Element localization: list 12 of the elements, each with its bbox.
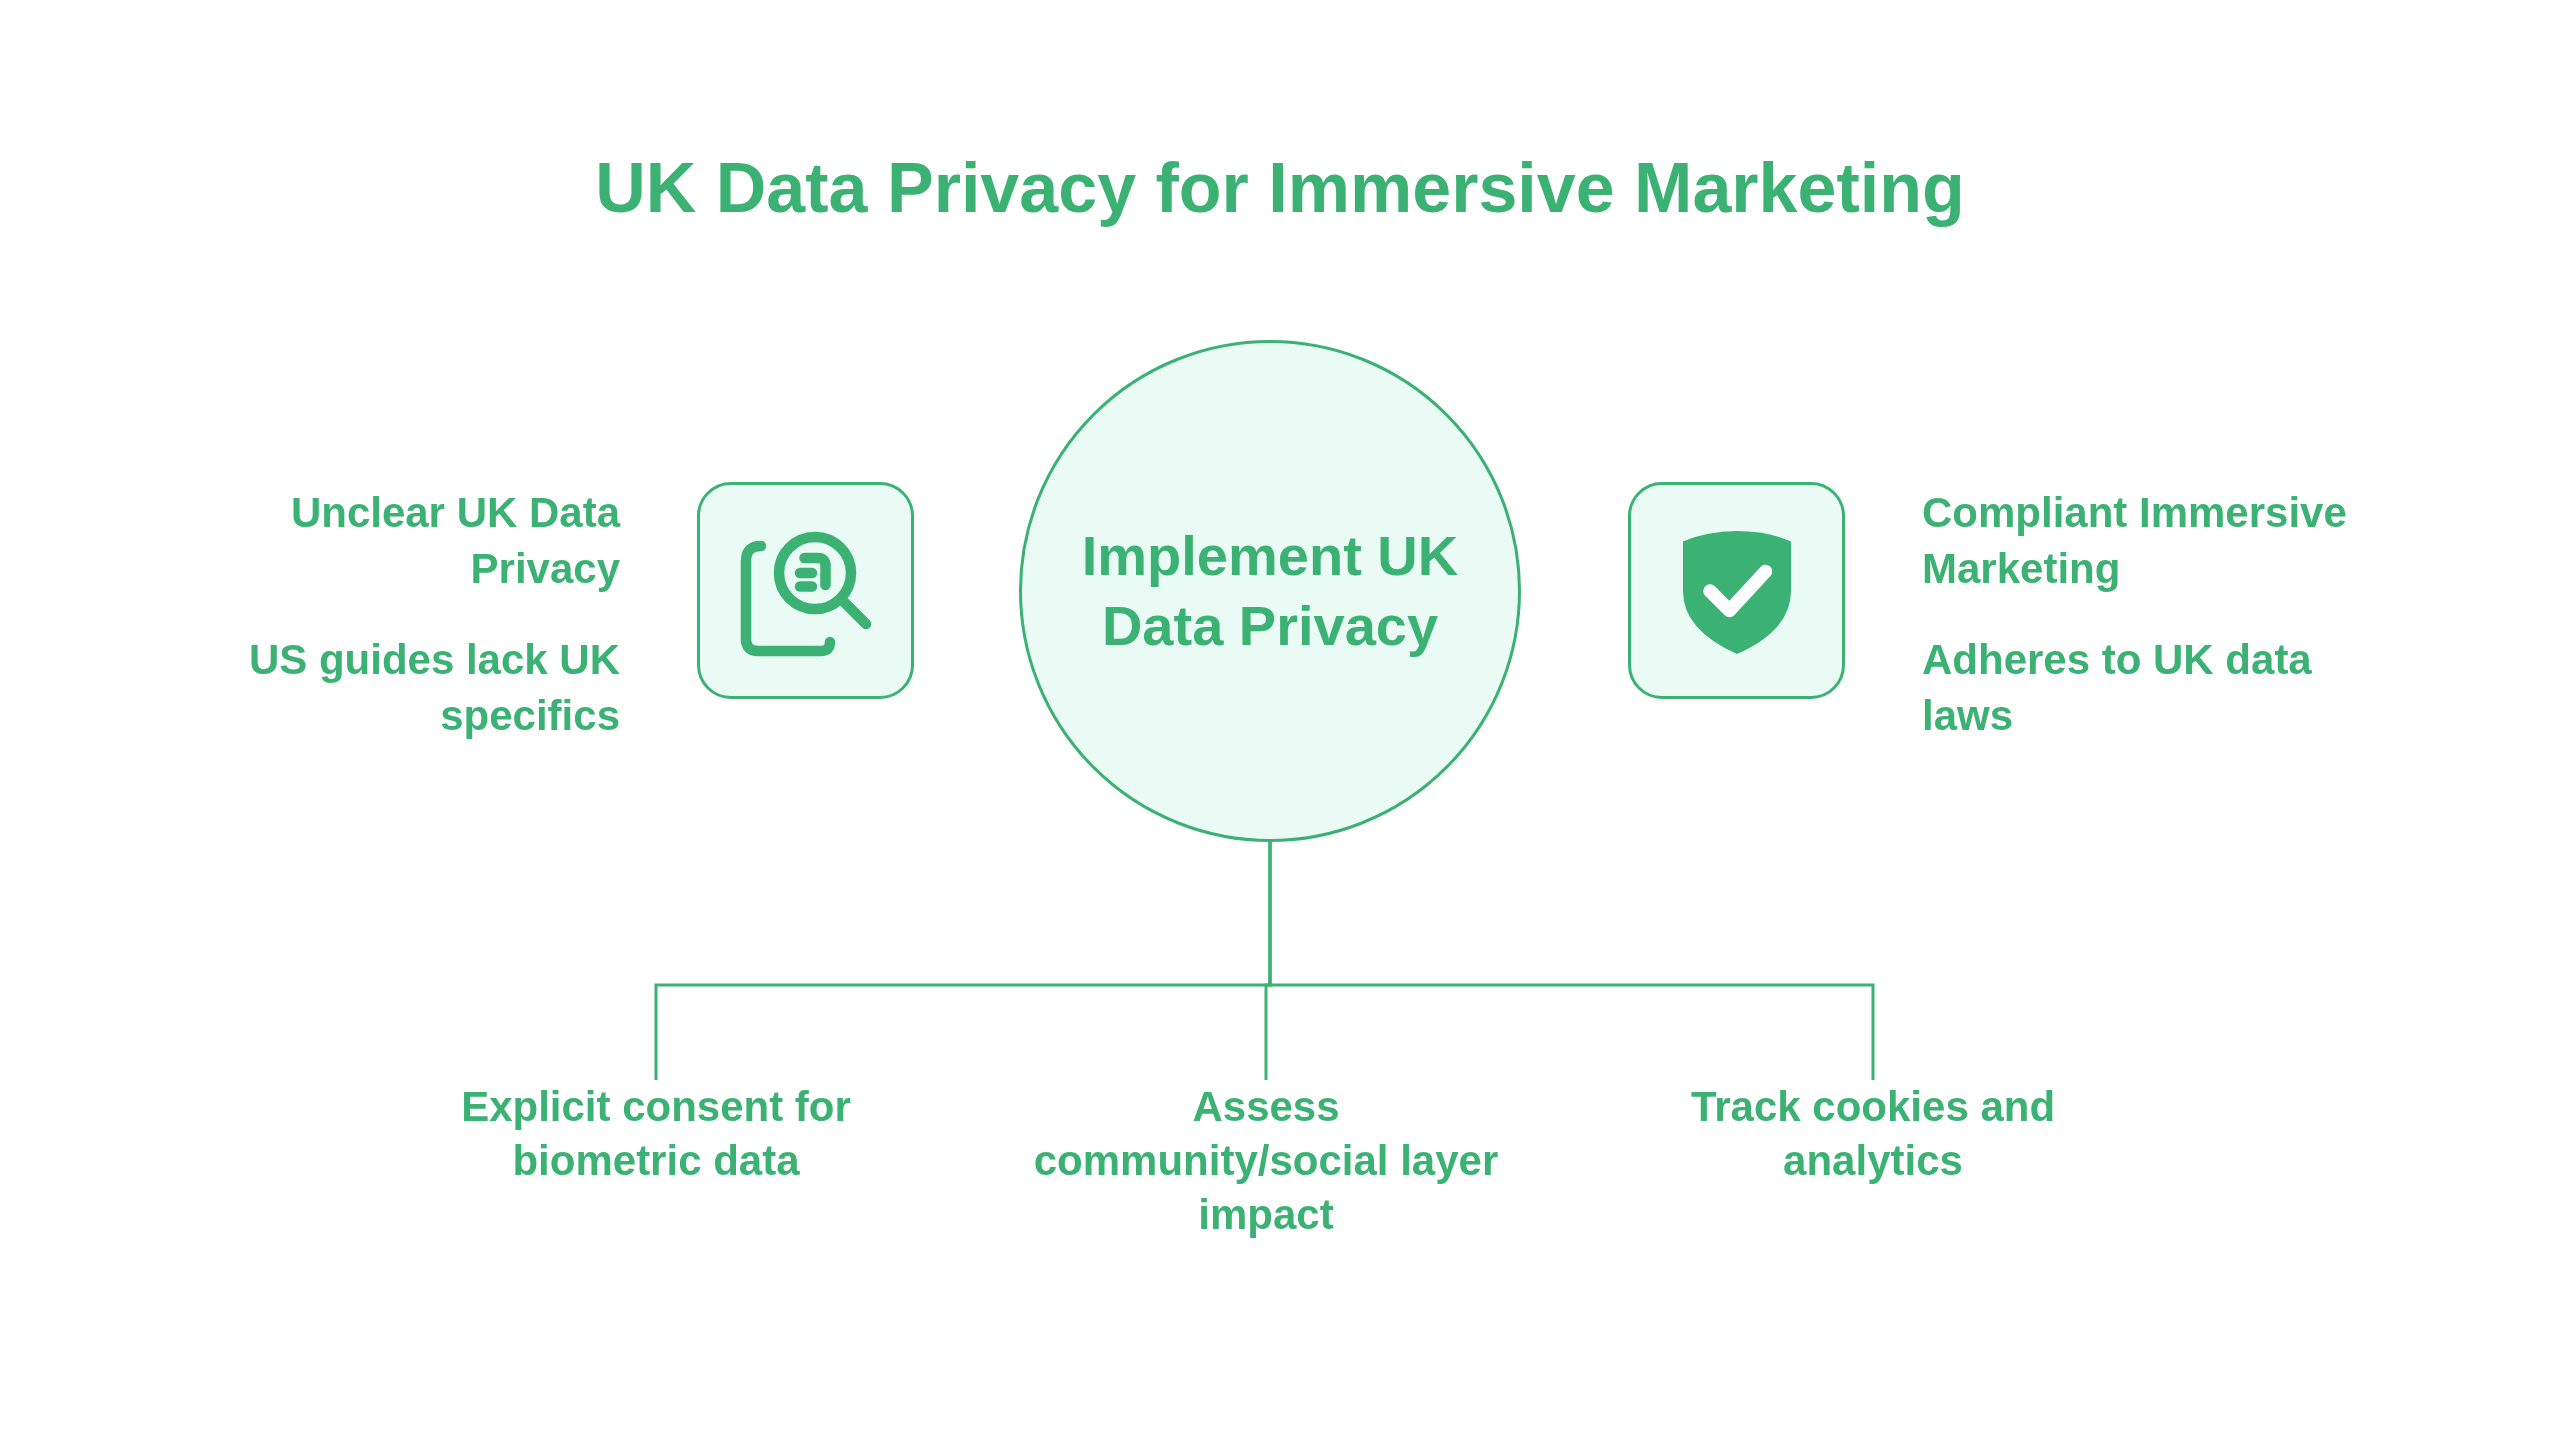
diagram-title: UK Data Privacy for Immersive Marketing <box>594 148 1966 229</box>
connector-line <box>1268 842 1875 1080</box>
description-text: US guides lack UK specifics <box>247 635 620 741</box>
icon-tile <box>1628 482 1845 699</box>
heading-text: Compliant Immersive Marketing <box>1922 488 2348 594</box>
branch-label: Explicit consent for biometric data <box>420 1080 892 1188</box>
node-title: Implement UK Data Privacy <box>1080 523 1460 659</box>
branch-label: Track cookies and analytics <box>1637 1080 2109 1188</box>
branch-label: Assess community/social layer impact <box>1030 1080 1502 1242</box>
heading-text: Unclear UK Data Privacy <box>289 488 620 594</box>
icon-tile <box>697 482 914 699</box>
description-text: Adheres to UK data laws <box>1922 635 2313 741</box>
